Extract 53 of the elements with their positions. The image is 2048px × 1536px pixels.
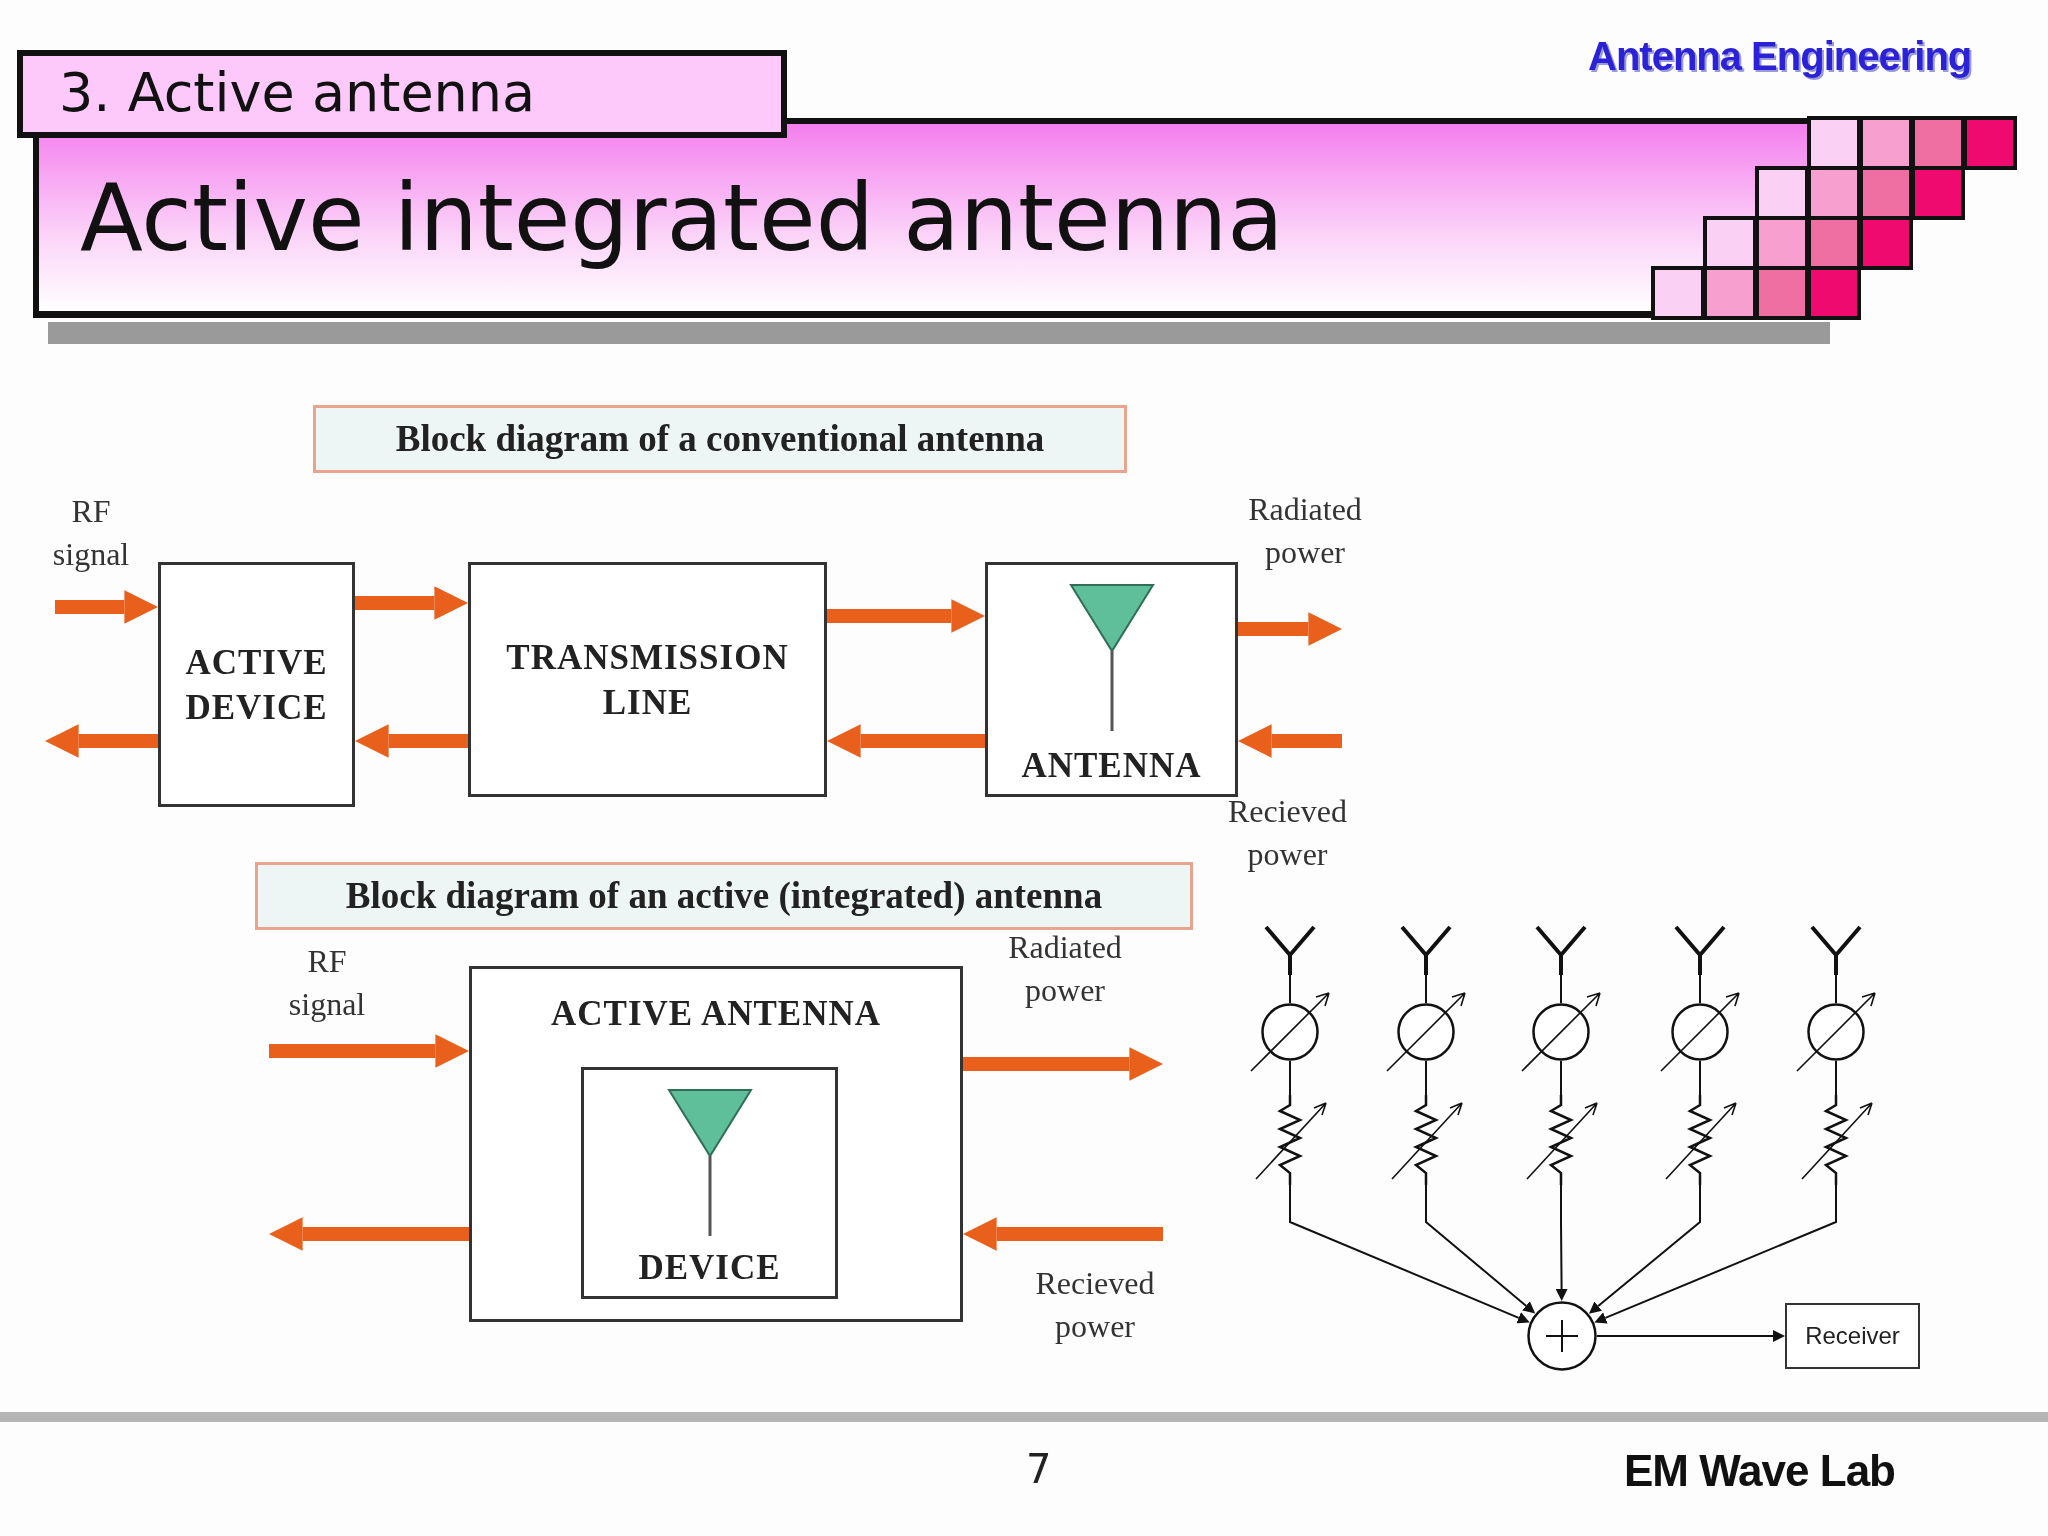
block-arrow	[827, 599, 985, 633]
power-label: Radiated power	[1247, 490, 1363, 573]
connector-line	[1835, 1060, 1837, 1096]
connector-line	[1560, 1060, 1562, 1096]
arrow	[1594, 1184, 1837, 1324]
connector-line	[1425, 1060, 1427, 1096]
page-number: 7	[1026, 1446, 1052, 1492]
power-label: Recieved power	[1226, 792, 1348, 875]
connector-line	[1560, 974, 1562, 1004]
connector-line	[1699, 1060, 1701, 1096]
block-group-box	[469, 966, 963, 1322]
connector-line	[1289, 974, 1291, 1004]
power-label: Radiated power	[1007, 928, 1123, 1011]
block-label: ACTIVE ANTENNA	[550, 993, 882, 1035]
header-text: Antenna Engineering	[1588, 34, 1972, 79]
block-arrow	[269, 1217, 469, 1251]
block-arrow	[1238, 612, 1342, 646]
block-arrow	[355, 724, 468, 758]
signal-label: RF signal	[51, 492, 131, 575]
block-arrow	[827, 724, 985, 758]
block-arrow	[55, 590, 158, 624]
footer-text: EM Wave Lab	[1624, 1446, 1895, 1496]
block-arrow	[963, 1217, 1163, 1251]
process-box	[158, 562, 355, 807]
process-box	[468, 562, 827, 797]
signal-label: RF signal	[287, 942, 367, 1025]
block-label: DEVICE	[637, 1246, 782, 1289]
connector-line	[1289, 1060, 1291, 1096]
process-box	[581, 1067, 838, 1299]
block-label: ANTENNA	[1020, 744, 1203, 787]
arrow	[1425, 1184, 1536, 1314]
power-label: Recieved power	[1034, 1264, 1156, 1347]
arrow	[1289, 1184, 1530, 1324]
arrow	[1555, 1184, 1568, 1301]
connector-line	[1835, 974, 1837, 1004]
block-arrow	[963, 1047, 1163, 1081]
block-label: Receiver	[1804, 1321, 1901, 1352]
diagram-caption: Block diagram of a conventional antenna	[313, 405, 1127, 473]
diagram-caption: Block diagram of an active (integrated) antenna	[255, 862, 1193, 930]
connector-line	[1699, 974, 1701, 1004]
block-arrow	[355, 586, 468, 620]
section-tab: 3. Active antenna	[17, 50, 787, 138]
block-label: ACTIVE DEVICE	[184, 641, 329, 729]
block-arrow	[269, 1034, 469, 1068]
arrow	[1588, 1184, 1701, 1314]
block-label: TRANSMISSION LINE	[505, 636, 790, 724]
block-arrow	[1238, 724, 1342, 758]
process-box	[985, 562, 1238, 797]
block-arrow	[45, 724, 158, 758]
arrow	[1596, 1330, 1785, 1342]
connector-line	[1425, 974, 1427, 1004]
process-box	[1785, 1303, 1920, 1369]
slide-title: Active integrated antenna	[80, 168, 1284, 270]
